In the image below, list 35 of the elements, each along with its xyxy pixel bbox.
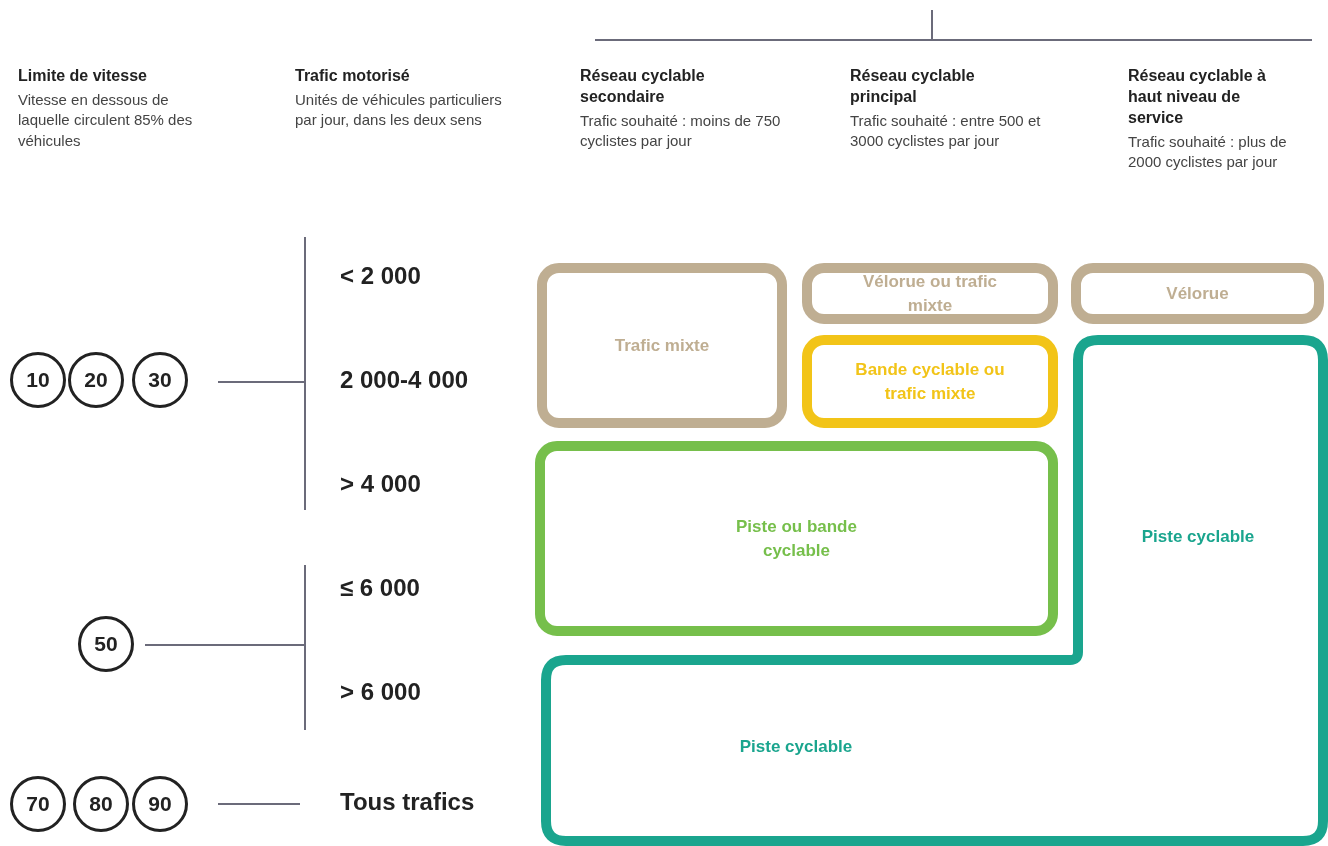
lane-type-zone	[802, 263, 1058, 324]
lane-type-zone	[537, 263, 787, 428]
lane-type-zone	[535, 441, 1058, 636]
traffic-volume: Tous trafics	[340, 788, 475, 816]
traffic-volume: > 6 000	[340, 678, 421, 706]
column-heading: Limite de vitesse	[18, 66, 148, 86]
column-description: Vitesse en dessous de laquelle circulent 85% des véhicules	[18, 90, 194, 151]
traffic-volume: ≤ 6 000	[340, 574, 420, 602]
zone-label: Piste ou bande cyclable	[735, 515, 858, 562]
zone-label: Trafic mixte	[614, 334, 710, 357]
column-heading: Réseau cyclable principal	[850, 66, 976, 107]
zone-label: Piste cyclable	[1140, 526, 1256, 548]
zone-label: Bande cyclable ou trafic mixte	[854, 358, 1006, 405]
speed-limit-sign: 90	[132, 776, 188, 832]
zone-label: Piste cyclable	[738, 736, 854, 758]
column-heading: Réseau cyclable à haut niveau de service	[1128, 66, 1267, 128]
lane-type-zone	[802, 335, 1058, 428]
column-description: Trafic souhaité : moins de 750 cyclistes par jour	[580, 111, 782, 152]
speed-limit-sign: 30	[132, 352, 188, 408]
speed-limit-sign: 80	[73, 776, 129, 832]
speed-limit-sign: 20	[68, 352, 124, 408]
speed-limit-sign: 50	[78, 616, 134, 672]
column-description: Trafic souhaité : entre 500 et 3000 cyclistes par jour	[850, 111, 1042, 152]
column-heading: Réseau cyclable secondaire	[580, 66, 706, 107]
traffic-volume: 2 000-4 000	[340, 366, 469, 394]
column-description: Trafic souhaité : plus de 2000 cyclistes par jour	[1128, 132, 1288, 173]
column-heading: Trafic motorisé	[295, 66, 411, 86]
column-description: Unités de véhicules particuliers par jour, dans les deux sens	[295, 90, 503, 131]
zone-label: Vélorue ou trafic mixte	[861, 270, 999, 317]
traffic-volume: > 4 000	[340, 470, 421, 498]
speed-limit-sign: 70	[10, 776, 66, 832]
zone-label: Vélorue	[1166, 282, 1229, 305]
traffic-volume: < 2 000	[340, 262, 421, 290]
lane-type-zone	[1071, 263, 1324, 324]
speed-limit-sign: 10	[10, 352, 66, 408]
